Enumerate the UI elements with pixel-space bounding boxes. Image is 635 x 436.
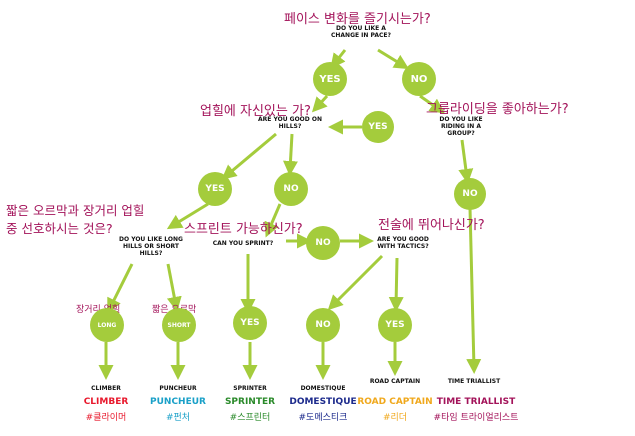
yes-node-group: YES: [362, 111, 394, 143]
riding-group-question: DO YOU LIKE RIDING IN A GROUP?: [439, 116, 483, 137]
long-short-hills-ko: 짧은 오르막과 장거리 업힐 중 선호하시는 것은?: [6, 203, 145, 236]
result-climber: CLIMBER: [83, 397, 129, 407]
no-node-hills: NO: [274, 172, 308, 206]
change-pace-ko: 페이스 변화를 즐기시는가?: [284, 12, 431, 27]
tag-domestique: #도메스티크: [298, 413, 348, 423]
result-time-triallist: TIME TRIALLIST: [436, 397, 516, 407]
no-node-sprint: NO: [306, 226, 340, 260]
riding-group-ko: 그룹라이딩을 좋아하는가?: [426, 102, 569, 117]
result-domestique: DOMESTIQUE: [289, 397, 357, 407]
tag-sprinter: #스프린터: [229, 413, 271, 423]
change-pace-question: DO YOU LIKE A CHANGE IN PACE?: [330, 25, 392, 39]
tag-puncheur: #펀처: [165, 413, 191, 423]
no-node-group: NO: [454, 178, 486, 210]
result-category-domestique: DOMESTIQUE: [300, 385, 346, 392]
no-node-change-pace: NO: [402, 62, 436, 96]
result-category-road-captain: ROAD CAPTAIN: [369, 378, 421, 385]
result-category-puncheur: PUNCHEUR: [159, 385, 197, 392]
tactics-question: ARE YOU GOOD WITH TACTICS?: [377, 236, 429, 250]
long-node-label: LONG: [97, 321, 117, 329]
sprint-ko: 스프린트 가능하신가?: [184, 222, 303, 237]
result-category-climber: CLIMBER: [91, 385, 121, 392]
result-category-time-triallist: TIME TRIALLIST: [447, 378, 501, 385]
good-hills-ko: 업힐에 자신있는 가?: [200, 104, 311, 119]
yes-node-change-pace: YES: [313, 62, 347, 96]
sprint-question: CAN YOU SPRINT?: [212, 240, 274, 247]
tag-time-triallist: #타임 트라이얼리스트: [433, 413, 519, 423]
no-node-tactics: NO: [306, 308, 340, 342]
short-node: SHORT: [162, 308, 196, 342]
yes-node-hills: YES: [198, 172, 232, 206]
result-puncheur: PUNCHEUR: [150, 397, 206, 407]
yes-node-sprint: YES: [233, 306, 267, 340]
tag-road-captain: #리더: [382, 413, 408, 423]
long-short-hills-question: DO YOU LIKE LONG HILLS OR SHORT HILLS?: [119, 236, 183, 257]
yes-node-tactics: YES: [378, 308, 412, 342]
long-node: LONG: [90, 308, 124, 342]
good-hills-question: ARE YOU GOOD ON HILLS?: [258, 116, 322, 130]
tag-climber: #클라이머: [85, 413, 127, 423]
tactics-ko: 전술에 뛰어나신가?: [378, 218, 485, 233]
result-sprinter: SPRINTER: [224, 397, 276, 407]
result-road-captain: ROAD CAPTAIN: [357, 397, 433, 407]
short-node-label: SHORT: [167, 321, 191, 329]
result-category-sprinter: SPRINTER: [233, 385, 267, 392]
